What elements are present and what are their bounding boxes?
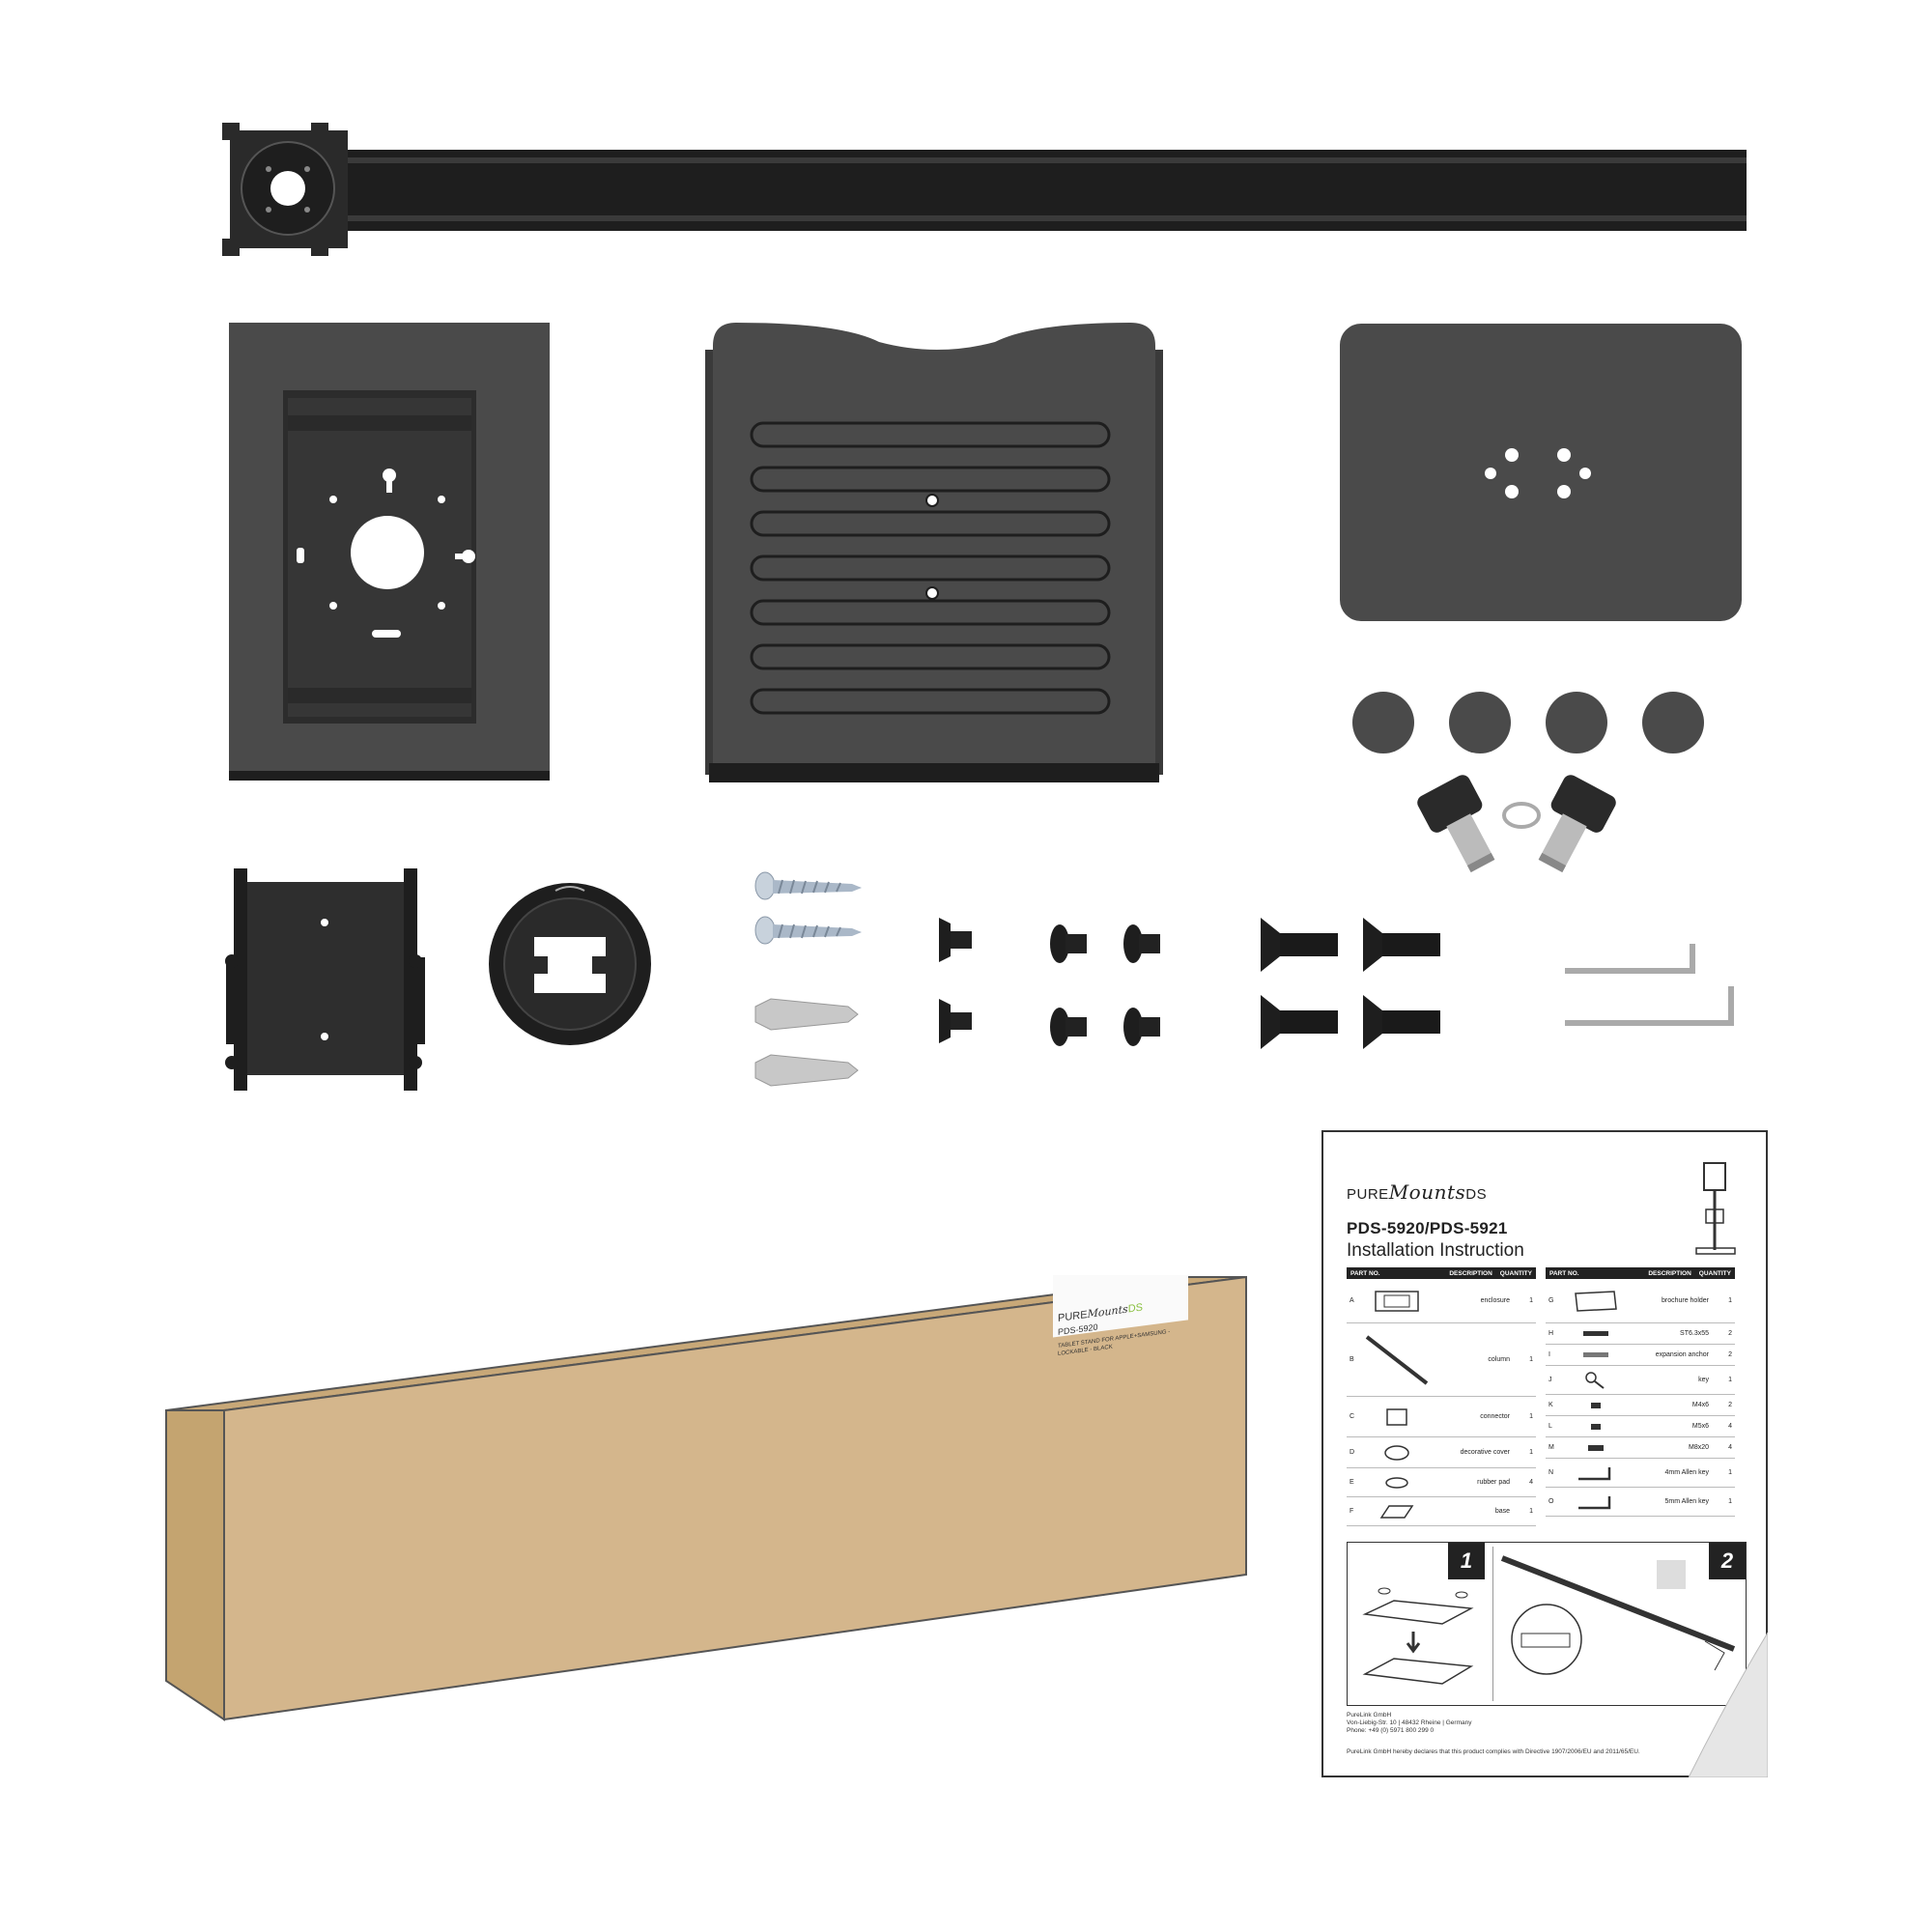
- table-row: L M5x6 4: [1546, 1416, 1735, 1437]
- cardboard-box: [165, 1275, 1247, 1721]
- decorative-cover-part: [489, 883, 651, 1045]
- brochure-holder-part: [705, 323, 1163, 782]
- sheet-declaration: PureLink GmbH hereby declares that this …: [1347, 1748, 1640, 1755]
- table-row: N 4mm Allen key 1: [1546, 1459, 1735, 1488]
- table-row: A enclosure 1: [1347, 1279, 1536, 1323]
- m8-screws: [1261, 918, 1440, 1049]
- enclosure-icon: [1375, 1290, 1419, 1312]
- base-icon: [1379, 1504, 1414, 1519]
- table-row: K M4x6 2: [1546, 1395, 1735, 1416]
- table-row: E rubber pad 4: [1347, 1468, 1536, 1497]
- table-row: F base 1: [1347, 1497, 1536, 1526]
- parts-table-header: PART NO. DESCRIPTION QUANTITY: [1546, 1267, 1735, 1279]
- stand-illustration-icon: [1695, 1162, 1736, 1255]
- assembly-steps: 1 2: [1347, 1542, 1747, 1706]
- cover-icon: [1384, 1444, 1409, 1461]
- sheet-model: PDS-5920/PDS-5921: [1347, 1219, 1508, 1237]
- allen-key-4mm-icon: [1578, 1466, 1611, 1480]
- m5-screws: [1050, 924, 1160, 1046]
- sheet-brand: PUREMountsDS: [1347, 1180, 1488, 1204]
- step-2-diagram: [1492, 1547, 1736, 1701]
- parts-table-header: PART NO. DESCRIPTION QUANTITY: [1347, 1267, 1536, 1279]
- expansion-anchors: [754, 998, 859, 1087]
- m4-icon: [1591, 1402, 1601, 1408]
- table-row: C connector 1: [1347, 1397, 1536, 1437]
- allen-key-5mm-icon: [1578, 1495, 1611, 1509]
- screw-icon: [1583, 1330, 1608, 1336]
- anchor-icon: [1583, 1351, 1608, 1357]
- box-label: PUREMountsDS PDS-5920 TABLET STAND FOR A…: [1058, 1296, 1188, 1420]
- connector-part: [225, 868, 425, 1091]
- page-curl: [1689, 1633, 1768, 1777]
- vesa-plate-icon: [222, 123, 348, 256]
- column-icon: [1365, 1334, 1429, 1385]
- table-row: B column 1: [1347, 1323, 1536, 1397]
- table-row: H ST6.3x55 2: [1546, 1323, 1735, 1345]
- m5-icon: [1591, 1423, 1601, 1430]
- sheet-footer: PureLink GmbH Von-Liebig-Str. 10 | 48432…: [1347, 1712, 1472, 1734]
- connector-icon: [1386, 1407, 1407, 1426]
- table-row: G brochure holder 1: [1546, 1279, 1735, 1323]
- key-small-icon: [1585, 1371, 1605, 1389]
- m8-icon: [1588, 1444, 1604, 1451]
- key-icon: [1417, 775, 1616, 873]
- step-1-diagram: [1362, 1587, 1474, 1685]
- rubber-pad-icon: [1385, 1476, 1408, 1489]
- allen-keys: [1565, 944, 1734, 1026]
- parts-table-right: PART NO. DESCRIPTION QUANTITY G brochure…: [1546, 1267, 1735, 1517]
- parts-table-left: PART NO. DESCRIPTION QUANTITY A enclosur…: [1347, 1267, 1536, 1526]
- instruction-sheet: PUREMountsDS PDS-5920/PDS-5921 Installat…: [1321, 1130, 1768, 1777]
- column-part: [222, 123, 1747, 256]
- table-row: M M8x20 4: [1546, 1437, 1735, 1459]
- table-row: O 5mm Allen key 1: [1546, 1488, 1735, 1517]
- base-part: [1340, 324, 1742, 621]
- sheet-title: Installation Instruction: [1347, 1240, 1524, 1261]
- step-1-badge: 1: [1448, 1543, 1485, 1579]
- table-row: J key 1: [1546, 1366, 1735, 1395]
- m4-screws: [939, 918, 972, 1043]
- rubber-pads: [1352, 692, 1704, 753]
- wood-screws: [754, 871, 862, 945]
- enclosure-part: [229, 323, 550, 781]
- brochure-holder-icon: [1575, 1290, 1617, 1312]
- step-2-badge: 2: [1709, 1543, 1746, 1579]
- table-row: I expansion anchor 2: [1546, 1345, 1735, 1366]
- table-row: D decorative cover 1: [1347, 1437, 1536, 1468]
